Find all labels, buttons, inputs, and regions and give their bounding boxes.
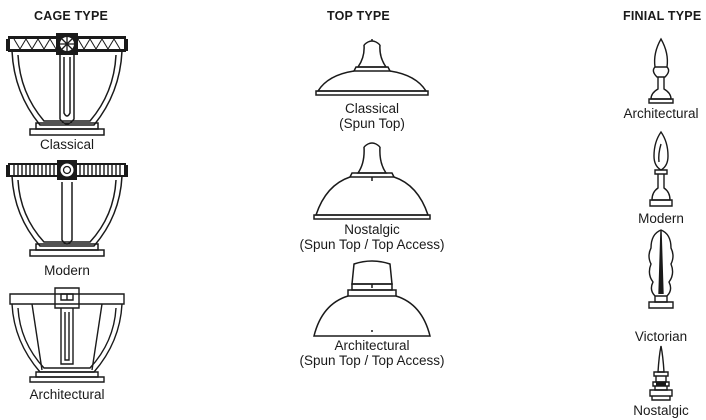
cage-type-header: CAGE TYPE xyxy=(34,9,109,23)
top-sublabel-architectural: (Spun Top / Top Access) xyxy=(299,353,445,368)
architectural-top-icon xyxy=(312,260,432,342)
top-type-header: TOP TYPE xyxy=(327,9,390,23)
top-sublabel-nostalgic: (Spun Top / Top Access) xyxy=(299,237,445,252)
modern-cage-icon xyxy=(6,160,128,258)
top-label-architectural: Architectural xyxy=(334,338,410,353)
finial-label-nostalgic: Nostalgic xyxy=(633,403,689,418)
cage-label-modern: Modern xyxy=(44,263,90,278)
finial-type-header: FINIAL TYPE xyxy=(623,9,702,23)
top-label-nostalgic: Nostalgic xyxy=(344,222,400,237)
modern-finial-icon xyxy=(648,130,674,208)
finial-label-modern: Modern xyxy=(638,211,684,226)
classical-cage-icon xyxy=(6,33,128,137)
victorian-finial-icon xyxy=(645,228,677,314)
finial-label-architectural: Architectural xyxy=(623,106,699,121)
top-sublabel-classical: (Spun Top) xyxy=(339,116,405,131)
architectural-cage-icon xyxy=(8,286,126,384)
nostalgic-top-icon xyxy=(312,137,432,221)
cage-label-architectural: Architectural xyxy=(29,387,105,402)
architectural-finial-icon xyxy=(647,37,675,105)
finial-label-victorian: Victorian xyxy=(634,329,688,344)
cage-label-classical: Classical xyxy=(39,137,94,152)
classical-top-icon xyxy=(312,33,432,97)
nostalgic-finial-icon xyxy=(647,344,675,402)
top-label-classical: Classical xyxy=(344,101,399,116)
